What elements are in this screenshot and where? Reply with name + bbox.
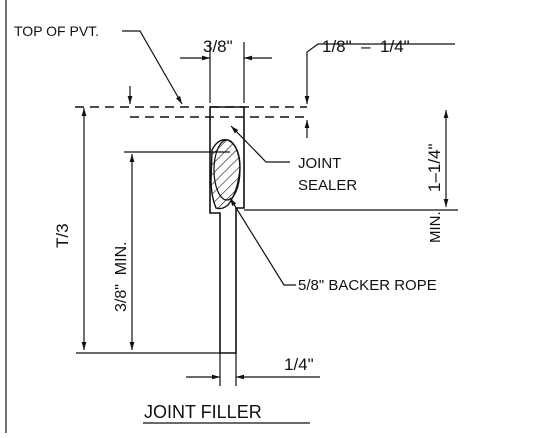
recess-label: 1/8" – 1/4" xyxy=(322,37,410,56)
recess-leader xyxy=(304,43,455,104)
top-of-pvt-leader xyxy=(122,30,183,105)
joint-sealer-label-line1: JOINT xyxy=(298,155,341,172)
backer-rope xyxy=(213,139,241,201)
joint-sealer-label-line2: SEALER xyxy=(298,177,357,194)
top-width-label: 3/8" xyxy=(203,37,233,56)
backer-rope-label: 5/8" BACKER ROPE xyxy=(298,277,437,294)
filler-width-label: 1/4" xyxy=(284,355,314,374)
min-depth-label: 3/8" MIN. xyxy=(113,241,130,312)
top-of-pvt-label: TOP OF PVT. xyxy=(14,23,99,39)
joint-sealer xyxy=(210,139,241,210)
backer-rope-leader xyxy=(229,197,296,286)
right-min-label: MIN. xyxy=(427,211,444,243)
joint-sealer-leader xyxy=(230,125,290,163)
t3-label: T/3 xyxy=(53,223,72,248)
drawing-title: JOINT FILLER xyxy=(144,402,262,422)
right-depth-label: 1–1/4" xyxy=(425,143,444,192)
